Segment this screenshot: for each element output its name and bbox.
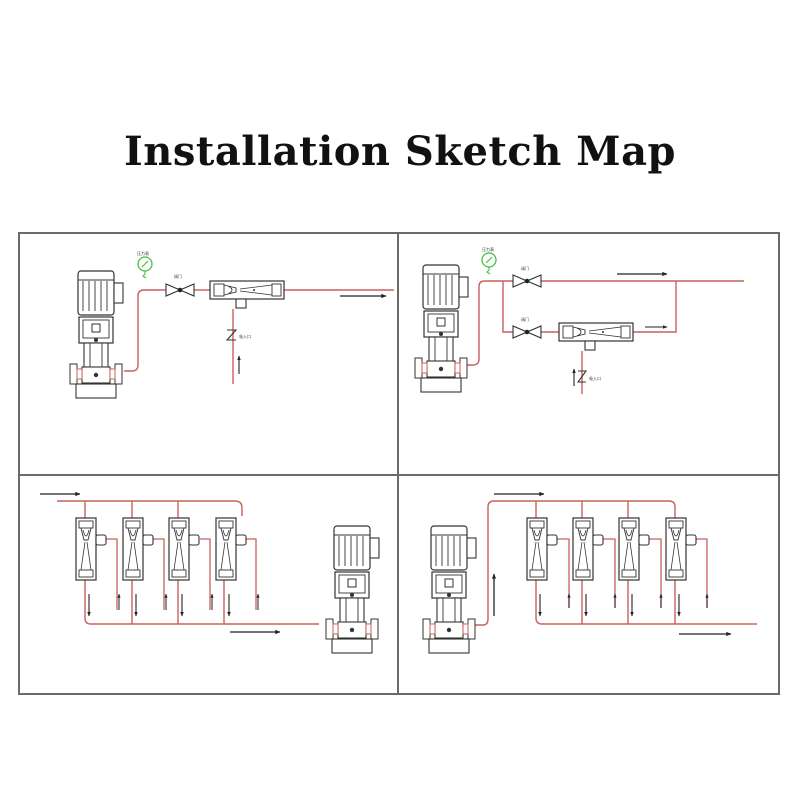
- valve-main-icon: [512, 274, 542, 288]
- ejector-4-icon: [665, 517, 697, 581]
- valve-icon: [165, 283, 195, 297]
- page-title: Installation Sketch Map: [124, 128, 676, 175]
- branch-pipe: [502, 281, 513, 333]
- valve-branch-label: 阀门: [521, 316, 529, 322]
- ejector-3-icon: [168, 517, 200, 581]
- suction-label: 吸入口: [589, 376, 601, 381]
- discharge-pipe: [466, 280, 513, 366]
- ejector-4-icon: [215, 517, 247, 581]
- pressure-gauge-icon: [137, 256, 153, 279]
- vertical-divider: [397, 232, 399, 695]
- riser-header-pipe: [467, 500, 676, 626]
- panel-bottom-right: [422, 491, 757, 654]
- panel-bottom-left: [40, 491, 380, 654]
- diagram-frame: [18, 232, 780, 695]
- return-pipe: [633, 281, 677, 333]
- panel-top-right: 压力表 阀门 阀门 吸入口: [414, 246, 744, 394]
- pump-icon: [325, 525, 380, 654]
- ejector-icon: [209, 280, 285, 309]
- discharge-pipe: [124, 289, 166, 372]
- ejector-1-icon: [526, 517, 558, 581]
- suction-symbol-icon: [225, 329, 238, 341]
- suction-label: 吸入口: [239, 334, 251, 339]
- valve-label: 阀门: [174, 273, 182, 279]
- pump-icon: [422, 525, 477, 654]
- horizontal-divider: [18, 474, 780, 476]
- panel-top-left: 压力表 阀门 吸入口: [69, 250, 394, 399]
- ejector-2-icon: [572, 517, 604, 581]
- valve-branch-icon: [512, 325, 542, 339]
- valve-main-label: 阀门: [521, 265, 529, 271]
- gauge-label: 压力表: [482, 246, 494, 252]
- pump-icon: [69, 270, 124, 399]
- collector-pipe: [535, 580, 757, 625]
- gauge-label: 压力表: [137, 250, 149, 256]
- pump-icon: [414, 264, 469, 393]
- collector-pipe: [84, 580, 319, 625]
- suction-symbol-icon: [576, 370, 588, 383]
- ejector-2-icon: [122, 517, 154, 581]
- ejector-1-icon: [75, 517, 107, 581]
- supply-header-pipe: [57, 500, 243, 516]
- ejector-icon: [558, 322, 634, 351]
- pressure-gauge-icon: [481, 252, 497, 275]
- ejector-3-icon: [618, 517, 650, 581]
